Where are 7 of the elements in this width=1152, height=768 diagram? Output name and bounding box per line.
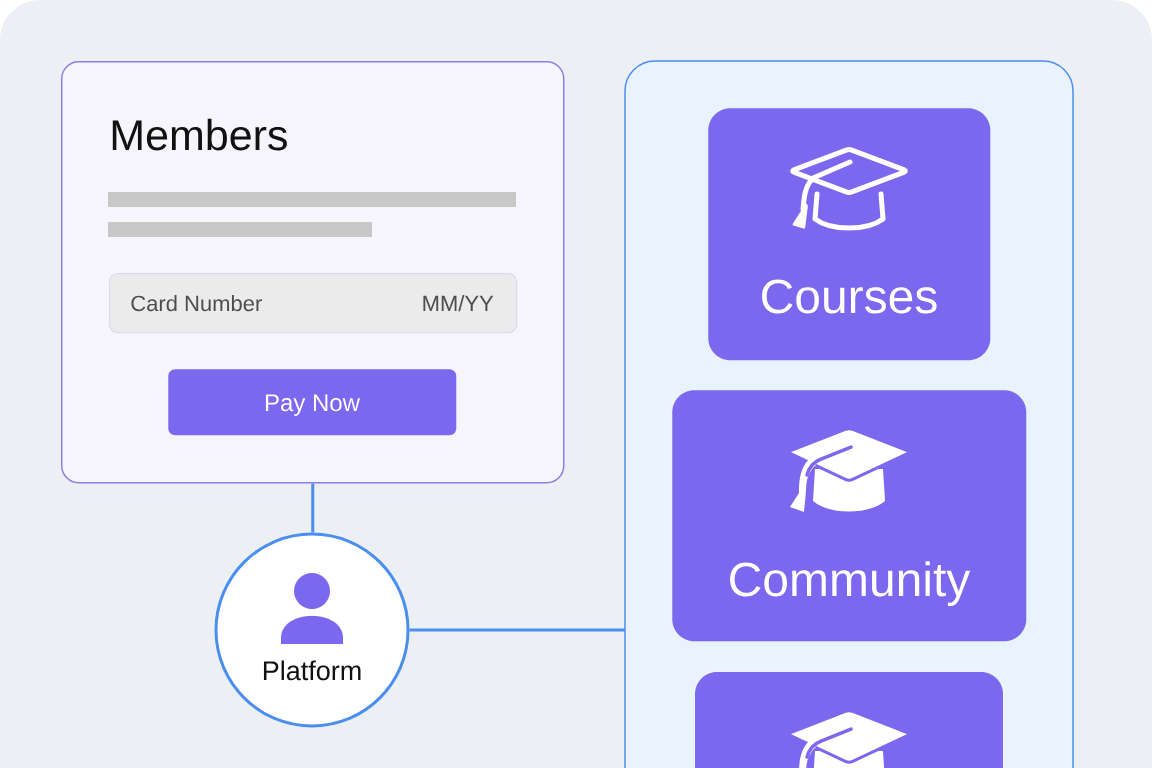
connector-line (409, 628, 625, 632)
category-tile: Courses (708, 108, 991, 361)
connector-line (311, 483, 315, 533)
category-tile: Community (672, 390, 1027, 642)
card-input-field: Card Number MM/YY (109, 273, 518, 334)
card-heading: Members (112, 118, 287, 151)
pay-button: Pay Now (168, 369, 457, 436)
